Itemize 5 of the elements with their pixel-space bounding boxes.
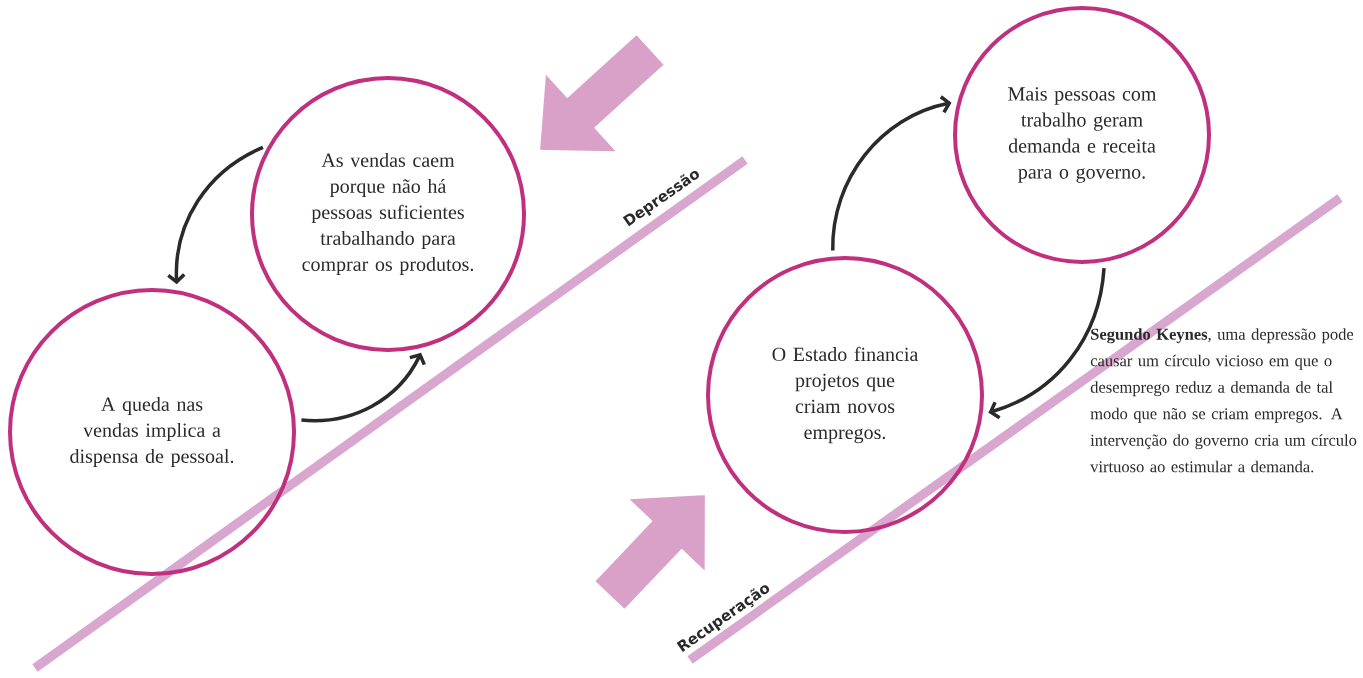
arrow [167, 145, 264, 285]
caption-paragraph: Segundo Keynes, uma depressão pode causar um círculo vicioso em que o desemprego reduz a demanda de tal modo que não se criam empregos. A intervenção do governo cria um círculo virtuoso ao estimular a demanda. [1090, 328, 1357, 473]
arrow [831, 95, 952, 251]
arrow [988, 267, 1106, 420]
arrow [301, 352, 426, 423]
